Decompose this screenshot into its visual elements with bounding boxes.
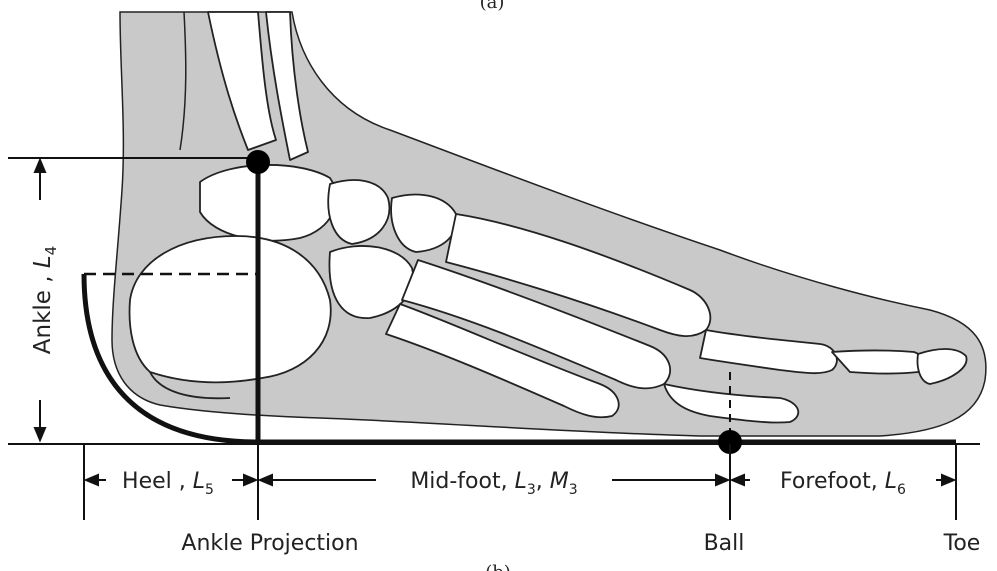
talus-bone — [200, 165, 336, 241]
ball-label: Ball — [704, 531, 745, 556]
forefoot-label: Forefoot, L6 — [780, 469, 906, 498]
ankle-label: Ankle , L4 — [30, 246, 60, 354]
heel-label: Heel , L5 — [122, 469, 214, 498]
top-caption: (a) — [480, 0, 505, 13]
ankle-projection-label: Ankle Projection — [181, 531, 358, 556]
bottom-caption: (b) — [485, 562, 511, 571]
toe-label: Toe — [943, 531, 981, 556]
ankle-point — [246, 150, 270, 174]
midfoot-label: Mid-foot, L3, M3 — [410, 469, 577, 498]
calcaneus-bone — [130, 236, 331, 382]
